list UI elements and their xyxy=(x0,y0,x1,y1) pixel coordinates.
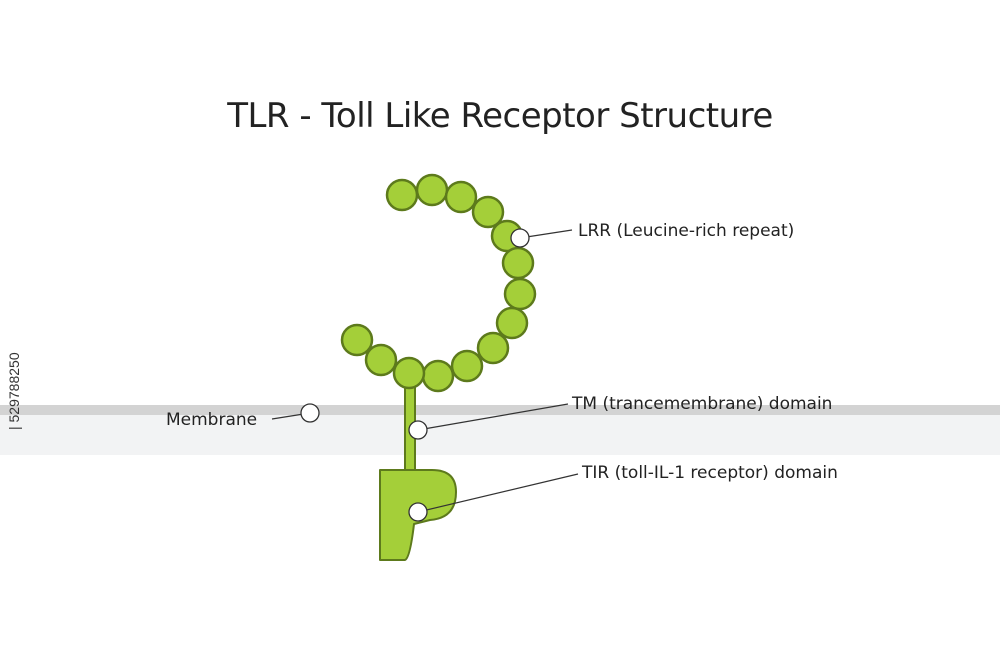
lrr-bead xyxy=(450,349,484,383)
lrr-bead xyxy=(364,343,398,377)
lrr-bead xyxy=(476,331,510,365)
lrr-bead xyxy=(501,246,535,280)
membrane-label: Membrane xyxy=(166,410,258,430)
membrane-outer-band xyxy=(0,405,1000,415)
page-title: TLR - Toll Like Receptor Structure xyxy=(227,96,773,136)
lrr-label: LRR (Leucine-rich repeat) xyxy=(578,221,795,241)
lrr-bead xyxy=(392,356,426,390)
tir-label: TIR (toll-IL-1 receptor) domain xyxy=(582,463,838,483)
lrr-bead xyxy=(444,180,478,214)
tm-marker xyxy=(408,420,428,440)
tm-label: TM (trancemembrane) domain xyxy=(572,394,833,414)
tir-marker xyxy=(408,502,428,522)
lrr-bead xyxy=(421,359,455,393)
lrr-bead xyxy=(495,306,529,340)
lrr-beads xyxy=(340,173,537,393)
tm-leader-line xyxy=(417,403,569,431)
lrr-bead xyxy=(385,178,419,212)
lrr-bead xyxy=(415,173,449,207)
membrane-marker xyxy=(300,403,320,423)
lrr-bead xyxy=(340,323,374,357)
lrr-bead xyxy=(503,277,537,311)
image-id-text: | 529788250 xyxy=(6,352,22,430)
lrr-marker xyxy=(510,228,530,248)
tir-leader-line xyxy=(417,473,579,513)
membrane-body xyxy=(0,415,1000,455)
lrr-bead xyxy=(471,195,505,229)
